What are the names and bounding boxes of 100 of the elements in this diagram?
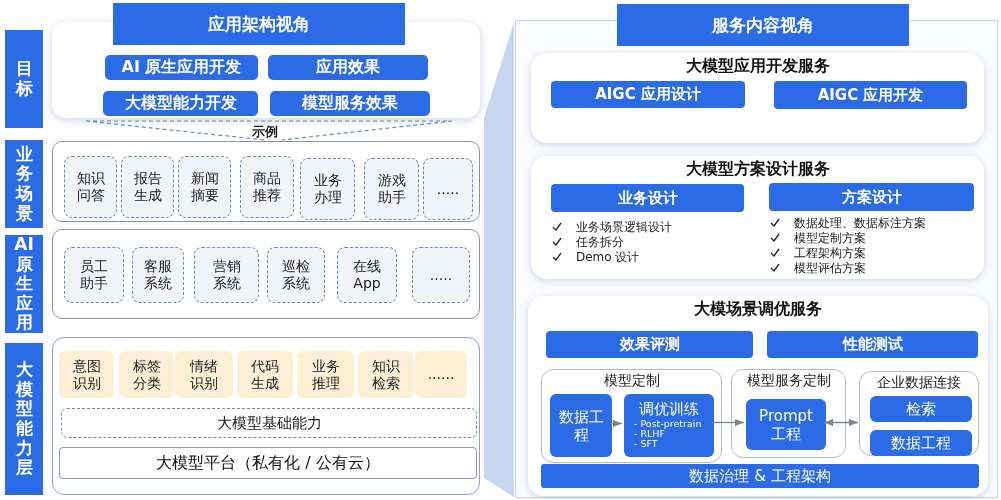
item-card — [178, 156, 231, 218]
item-card — [121, 156, 174, 218]
checklist-item: 数据处理、数据标注方案 — [794, 216, 926, 231]
layer-title: 目标 — [14, 59, 34, 99]
item-card — [64, 156, 117, 218]
box-label: 员工助手 — [79, 258, 109, 292]
service-card — [531, 156, 984, 279]
goal-box — [105, 55, 258, 80]
checklist-item: 模型定制方案 — [794, 231, 866, 246]
layer-panel — [52, 229, 480, 319]
process-box — [550, 394, 612, 457]
box-label: 报告生成 — [132, 170, 163, 204]
section-label: 示例 — [252, 124, 278, 140]
card-title: 大模型方案设计服务 — [685, 159, 830, 180]
group-box — [541, 369, 722, 463]
box-label: ..... — [429, 266, 453, 284]
box-label: 知识检索 — [371, 357, 401, 392]
box-label: 模型服务效果 — [302, 93, 398, 114]
checklist-item: 模型评估方案 — [794, 261, 866, 276]
box-label: 新闻摘要 — [189, 170, 220, 204]
capability-card — [175, 351, 233, 398]
service-box — [769, 183, 974, 211]
card-title: 大模型应用开发服务 — [685, 56, 830, 77]
box-label: 业务设计 — [617, 188, 678, 208]
layer-panel — [52, 141, 480, 222]
item-card — [364, 158, 419, 220]
service-card — [528, 296, 988, 496]
process-title: 调优训练 — [639, 401, 699, 418]
platform-strip — [59, 447, 477, 479]
box-label: 大模型能力开发 — [124, 93, 237, 114]
process-box — [746, 399, 826, 450]
card-title: 大模场景调优服务 — [694, 299, 822, 320]
goal-box — [270, 91, 430, 116]
box-label: 客服系统 — [143, 258, 173, 292]
item-card — [337, 247, 397, 303]
box-label: AI 原生应用开发 — [121, 57, 242, 78]
box-label: 应用效果 — [316, 57, 380, 78]
item-card — [412, 247, 470, 303]
service-card — [531, 53, 984, 143]
box-label: 营销系统 — [211, 258, 242, 292]
capability-card — [358, 351, 414, 398]
capability-card — [297, 351, 354, 398]
box-label: AIGC 应用开发 — [817, 85, 924, 105]
layer-tab — [5, 30, 43, 128]
process-box — [870, 396, 972, 422]
box-label: 意图识别 — [71, 357, 102, 392]
service-box — [551, 184, 744, 212]
perspective-banner: 应用架构视角 — [113, 3, 405, 45]
foundation-strip — [61, 408, 477, 438]
layer-title: 大模型能力层 — [14, 360, 34, 478]
box-label: 性能测试 — [842, 335, 903, 354]
list-item: - SFT — [634, 439, 658, 450]
goal-box — [103, 91, 258, 116]
box-label: 商品推荐 — [252, 170, 282, 204]
process-box — [870, 430, 972, 456]
box-label: ...... — [427, 366, 455, 383]
box-label: ..... — [436, 180, 460, 198]
perspective-banner: 服务内容视角 — [617, 4, 909, 46]
box-label: 业务办理 — [312, 172, 343, 206]
item-card — [300, 158, 355, 220]
group-box — [731, 369, 846, 458]
item-card — [423, 158, 473, 220]
box-label: 数据工程 — [890, 434, 952, 452]
goal-box — [268, 55, 428, 80]
layer-tab — [5, 343, 43, 495]
checklist-item: 任务拆分 — [576, 235, 624, 250]
list-item: - RLHF — [634, 429, 665, 440]
service-box — [767, 331, 978, 358]
group-title: 企业数据连接 — [877, 374, 961, 392]
service-box — [546, 331, 753, 358]
layer-title: 业务场景 — [14, 144, 34, 224]
box-label: 在线App — [352, 258, 382, 292]
box-label: 方案设计 — [841, 187, 902, 207]
item-card — [240, 156, 294, 218]
box-label: AIGC 应用设计 — [595, 85, 701, 104]
capability-card — [237, 351, 293, 398]
layer-tab — [5, 235, 43, 333]
item-card — [267, 247, 325, 303]
layer-title: AI原生应用 — [13, 235, 35, 333]
arrow — [711, 418, 745, 427]
item-card — [132, 247, 184, 303]
group-title: 模型服务定制 — [746, 372, 831, 390]
service-box — [774, 81, 967, 109]
box-label: Prompt 工程 — [758, 406, 814, 443]
checklist-item: Demo 设计 — [576, 250, 640, 265]
box-label: 情绪识别 — [188, 357, 219, 392]
box-label: 效果评测 — [619, 335, 680, 354]
arrow — [609, 419, 623, 428]
capability-card — [119, 351, 174, 398]
box-label: 数据工程 — [557, 407, 605, 444]
process-box — [624, 394, 714, 457]
foundation-bar — [541, 464, 979, 488]
layer-tab — [5, 140, 43, 228]
arrow — [823, 418, 859, 427]
box-label: 数据治理 & 工程架构 — [689, 466, 831, 486]
group-box — [859, 371, 979, 456]
item-card — [64, 247, 124, 303]
box-label: 标签分类 — [131, 357, 162, 392]
list-item: - Post-pretrain — [634, 419, 702, 430]
checklist-item: 工程架构方案 — [794, 246, 866, 261]
